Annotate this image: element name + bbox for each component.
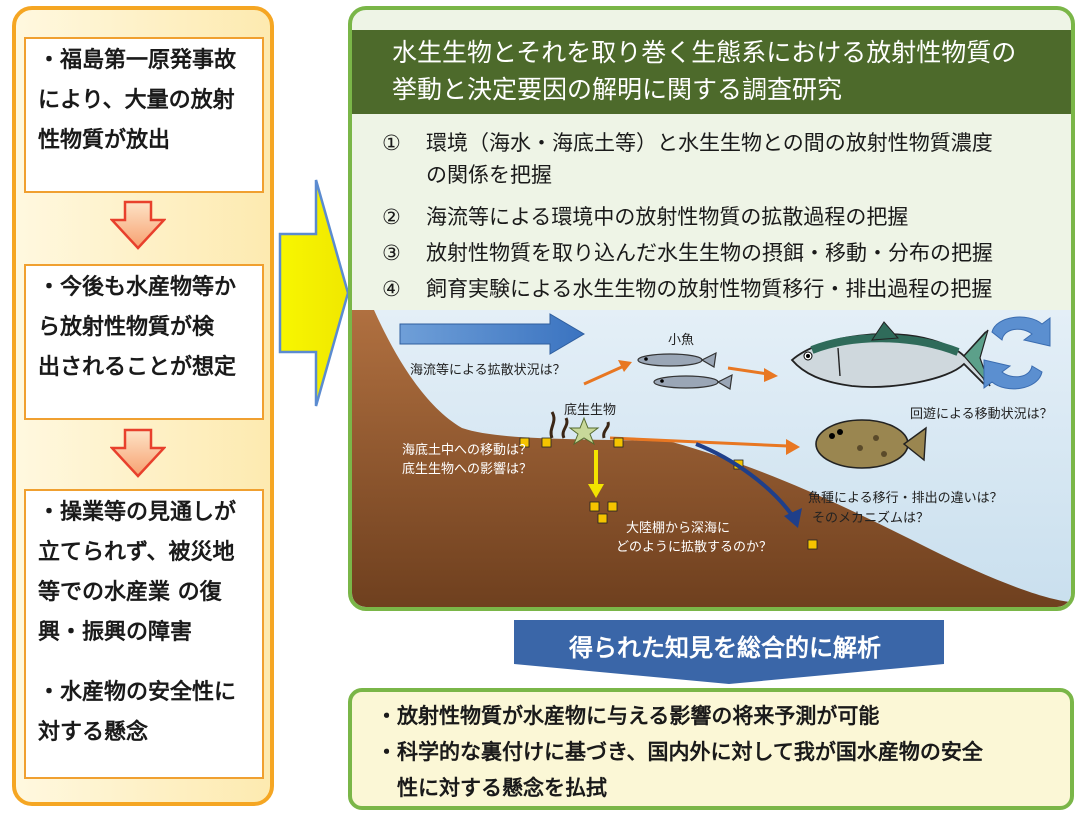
small-fish-icon [637, 351, 733, 390]
research-item-3: ③ 放射性物質を取り込んだ水生生物の摂餌・移動・分布の把握 [382, 238, 993, 268]
migration-cycle-icon [983, 316, 1051, 390]
issue-box-accident: ・福島第一原発事故 により、大量の放射 性物質が放出 [24, 37, 264, 193]
issue-line: 性物質が放出 [38, 128, 171, 153]
item-text: の関係を把握 [426, 163, 552, 187]
sediment-label: 海底土中への移動は？ [402, 442, 532, 458]
item-number: ① [382, 131, 401, 155]
sediment-arrow-icon [588, 450, 604, 498]
down-arrow-icon [110, 200, 166, 250]
conclusion-line: ・放射性物質が水産物に与える影響の将来予測が可能 [376, 704, 880, 728]
down-arrow-icon [110, 428, 166, 478]
issue-line: 等での水産業 の復 [38, 580, 222, 605]
species-label: そのメカニズムは？ [812, 510, 929, 526]
research-item-2: ② 海流等による環境中の放射性物質の拡散過程の把握 [382, 202, 908, 232]
research-panel: 水生生物とそれを取り巻く生態系における放射性物質の 挙動と決定要因の解明に関する… [348, 6, 1075, 611]
item-number: ② [382, 205, 401, 229]
big-fish-icon [790, 321, 991, 388]
deep-sea-arrow-icon [695, 442, 802, 528]
migration-label: 回遊による移動状況は？ [910, 407, 1053, 422]
deep-sea-label: どのように拡散するのか？ [616, 540, 772, 555]
benthic-label: 底生生物 [564, 402, 616, 418]
issue-line: 立てられず、被災地 [38, 540, 235, 565]
analysis-banner-text: 得られた知見を総合的に解析 [569, 634, 881, 662]
research-item-1: ① 環境（海水・海底土等）と水生生物との間の放射性物質濃度 [382, 128, 993, 158]
issue-line: ・水産物の安全性に [38, 680, 237, 705]
issue-line: 出されることが想定 [38, 355, 237, 380]
current-label: 海流等による拡散状況は？ [410, 362, 566, 378]
issue-line: ら放射性物質が検 [38, 315, 215, 340]
deep-sea-label: 大陸棚から深海に [626, 520, 730, 536]
issue-line: ・操業等の見通しが [38, 500, 237, 525]
small-fish-label: 小魚 [668, 333, 694, 348]
food-chain-arrow-icon [583, 360, 800, 455]
item-text: 海流等による環境中の放射性物質の拡散過程の把握 [426, 205, 909, 229]
title-line: 水生生物とそれを取り巻く生態系における放射性物質の [392, 38, 1017, 67]
issue-box-impacts: ・操業等の見通しが 立てられず、被災地 等での水産業 の復 興・振興の障害 ・水… [24, 489, 264, 779]
issue-line: 対する懸念 [38, 720, 149, 745]
flatfish-icon [815, 419, 927, 469]
right-arrow-icon [278, 179, 350, 407]
sediment-label: 底生生物への影響は？ [402, 461, 532, 477]
item-text: 飼育実験による水生生物の放射性物質移行・排出過程の把握 [426, 277, 993, 301]
issue-line: ・福島第一原発事故 [38, 48, 237, 73]
title-line: 挙動と決定要因の解明に関する調査研究 [392, 75, 843, 104]
seabed [352, 310, 1071, 607]
benthic-organisms-icon [549, 411, 610, 446]
current-arrow-icon [399, 313, 585, 355]
research-title: 水生生物とそれを取り巻く生態系における放射性物質の 挙動と決定要因の解明に関する… [352, 30, 1071, 114]
item-text: 環境（海水・海底土等）と水生生物との間の放射性物質濃度 [426, 131, 993, 155]
item-number: ③ [382, 241, 401, 265]
conclusion-line: ・科学的な裏付けに基づき、国内外に対して我が国水産物の安全 [376, 740, 983, 764]
research-item-4: ④ 飼育実験による水生生物の放射性物質移行・排出過程の把握 [382, 274, 992, 304]
species-label: 魚種による移行・排出の違いは？ [808, 490, 1003, 506]
issue-line: により、大量の放射 [38, 88, 235, 113]
conclusion-box: ・放射性物質が水産物に与える影響の将来予測が可能 ・科学的な裏付けに基づき、国内… [348, 688, 1074, 810]
ocean-scene: 海流等による拡散状況は？ 小魚 [352, 310, 1071, 607]
issue-box-detection: ・今後も水産物等か ら放射性物質が検 出されることが想定 [24, 264, 264, 420]
issue-line [38, 653, 258, 673]
issue-line: ・今後も水産物等か [38, 275, 237, 300]
item-number: ④ [382, 277, 401, 301]
analysis-banner [514, 620, 944, 684]
research-item-1-cont: の関係を把握 [382, 160, 552, 190]
item-text: 放射性物質を取り込んだ水生生物の摂餌・移動・分布の把握 [426, 241, 993, 265]
issue-line: 興・振興の障害 [38, 620, 193, 645]
conclusion-line: 性に対する懸念を払拭 [376, 776, 607, 800]
